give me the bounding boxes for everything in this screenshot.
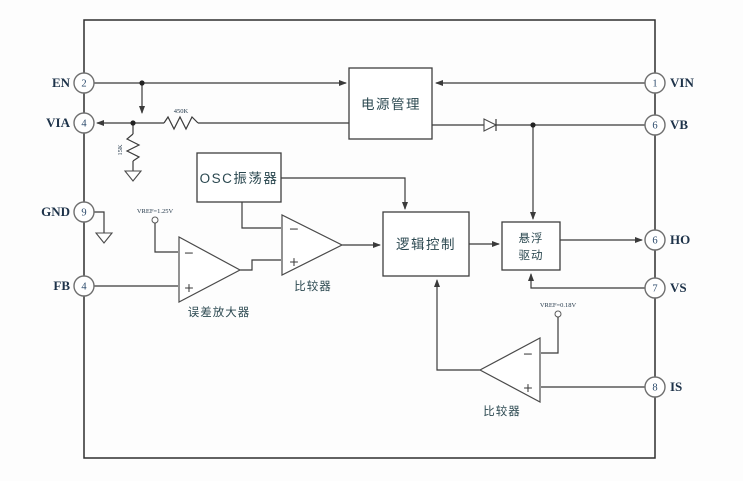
comparator-bottom-minus-sign: − — [523, 346, 533, 361]
oscillator-label: OSC振荡器 — [200, 171, 279, 186]
wire-vref-bottom — [541, 317, 559, 354]
pin-number-ho: 6 — [652, 236, 657, 247]
junction-dot-vb — [530, 122, 536, 128]
resistor-15k-symbol — [125, 133, 141, 162]
right-pins: 1 VIN 6 VB 6 HO 7 VS 8 IS — [644, 72, 694, 398]
pin-label-en: EN — [52, 75, 71, 90]
pin-circle-fb — [73, 275, 95, 297]
ground-symbol-15k — [123, 170, 143, 182]
junction-dot-via — [130, 120, 136, 126]
comparator-bottom-triangle — [478, 337, 541, 403]
pin-label-via: VIA — [46, 115, 70, 130]
pin-circle-vs — [644, 277, 666, 299]
pin-number-is: 8 — [652, 383, 657, 394]
wires — [94, 80, 645, 388]
pin-circle-is — [644, 376, 666, 398]
pin-circle-via — [73, 112, 95, 134]
error-amplifier-minus-sign: − — [184, 245, 194, 260]
comparator-bottom-label: 比较器 — [483, 404, 521, 418]
vref-bottom-terminal — [554, 310, 562, 318]
pin-number-vin: 1 — [652, 79, 657, 90]
wire-vref-top — [154, 223, 178, 253]
pin-number-vs: 7 — [652, 284, 657, 295]
component-labels: 450K 15K VREF=1.25V VREF=0.18V — [117, 108, 576, 309]
error-amplifier-triangle — [178, 235, 242, 303]
power-management-box — [348, 67, 433, 140]
error-amplifier: − + 误差放大器 — [178, 235, 251, 319]
pin-label-is: IS — [670, 379, 682, 394]
pin-circle-en — [73, 72, 95, 94]
logic-control-label: 逻辑控制 — [396, 237, 456, 252]
pin-label-vin: VIN — [670, 75, 694, 90]
pin-label-fb: FB — [53, 278, 70, 293]
comparator-top: − + 比较器 — [281, 214, 344, 293]
junction-dot-en — [139, 80, 145, 86]
pin-label-gnd: GND — [41, 204, 70, 219]
oscillator-box — [196, 152, 282, 203]
floating-drive-box — [501, 221, 561, 271]
resistor-450k-label: 450K — [174, 108, 189, 115]
pin-circle-vin — [644, 72, 666, 94]
floating-drive-block: 悬浮 驱动 — [501, 221, 561, 271]
pin-number-en: 2 — [81, 79, 86, 90]
error-amplifier-plus-sign: + — [184, 280, 194, 295]
floating-drive-label-1: 悬浮 — [519, 232, 544, 245]
ground-symbol-gnd — [94, 232, 114, 244]
resistor-15k-label: 15K — [117, 144, 124, 156]
wire-vs-to-drive — [528, 273, 645, 289]
pin-number-gnd: 9 — [81, 208, 86, 219]
comparator-top-triangle — [281, 214, 344, 276]
pin-label-ho: HO — [670, 232, 690, 247]
error-amplifier-label: 误差放大器 — [188, 305, 251, 319]
comparator-top-minus-sign: − — [289, 221, 299, 236]
wire-gnd — [94, 211, 105, 233]
pin-number-via: 4 — [81, 119, 87, 130]
comparator-top-plus-sign: + — [289, 254, 299, 269]
wire-comp2-to-logic — [434, 279, 480, 371]
wire-osc-to-logic — [281, 177, 408, 210]
pin-circle-vb — [644, 114, 666, 136]
pin-circle-ho — [644, 229, 666, 251]
power-management-label: 电源管理 — [361, 97, 421, 112]
vref-top-label: VREF=1.25V — [137, 208, 174, 215]
vref-top-terminal — [151, 216, 159, 224]
left-pins: 2 EN 4 VIA 9 GND 4 FB — [41, 72, 95, 297]
pin-number-vb: 6 — [652, 121, 657, 132]
wire-erramp-out — [240, 259, 281, 271]
pin-label-vs: VS — [670, 280, 687, 295]
floating-drive-label-2: 驱动 — [519, 249, 544, 262]
diode-symbol — [483, 118, 498, 132]
comparator-bottom-plus-sign: + — [523, 380, 533, 395]
pin-number-fb: 4 — [81, 282, 87, 293]
resistor-450k-symbol — [163, 115, 199, 131]
wire-osc-to-comp — [241, 202, 281, 229]
power-management-block: 电源管理 — [348, 67, 433, 140]
logic-control-box — [382, 211, 470, 277]
logic-control-block: 逻辑控制 — [382, 211, 470, 277]
comparator-top-label: 比较器 — [294, 279, 332, 293]
oscillator-block: OSC振荡器 — [196, 152, 282, 203]
pin-circle-gnd — [73, 201, 95, 223]
vref-bottom-label: VREF=0.18V — [540, 302, 577, 309]
pin-label-vb: VB — [670, 117, 688, 132]
comparator-bottom: − + 比较器 — [478, 337, 541, 418]
